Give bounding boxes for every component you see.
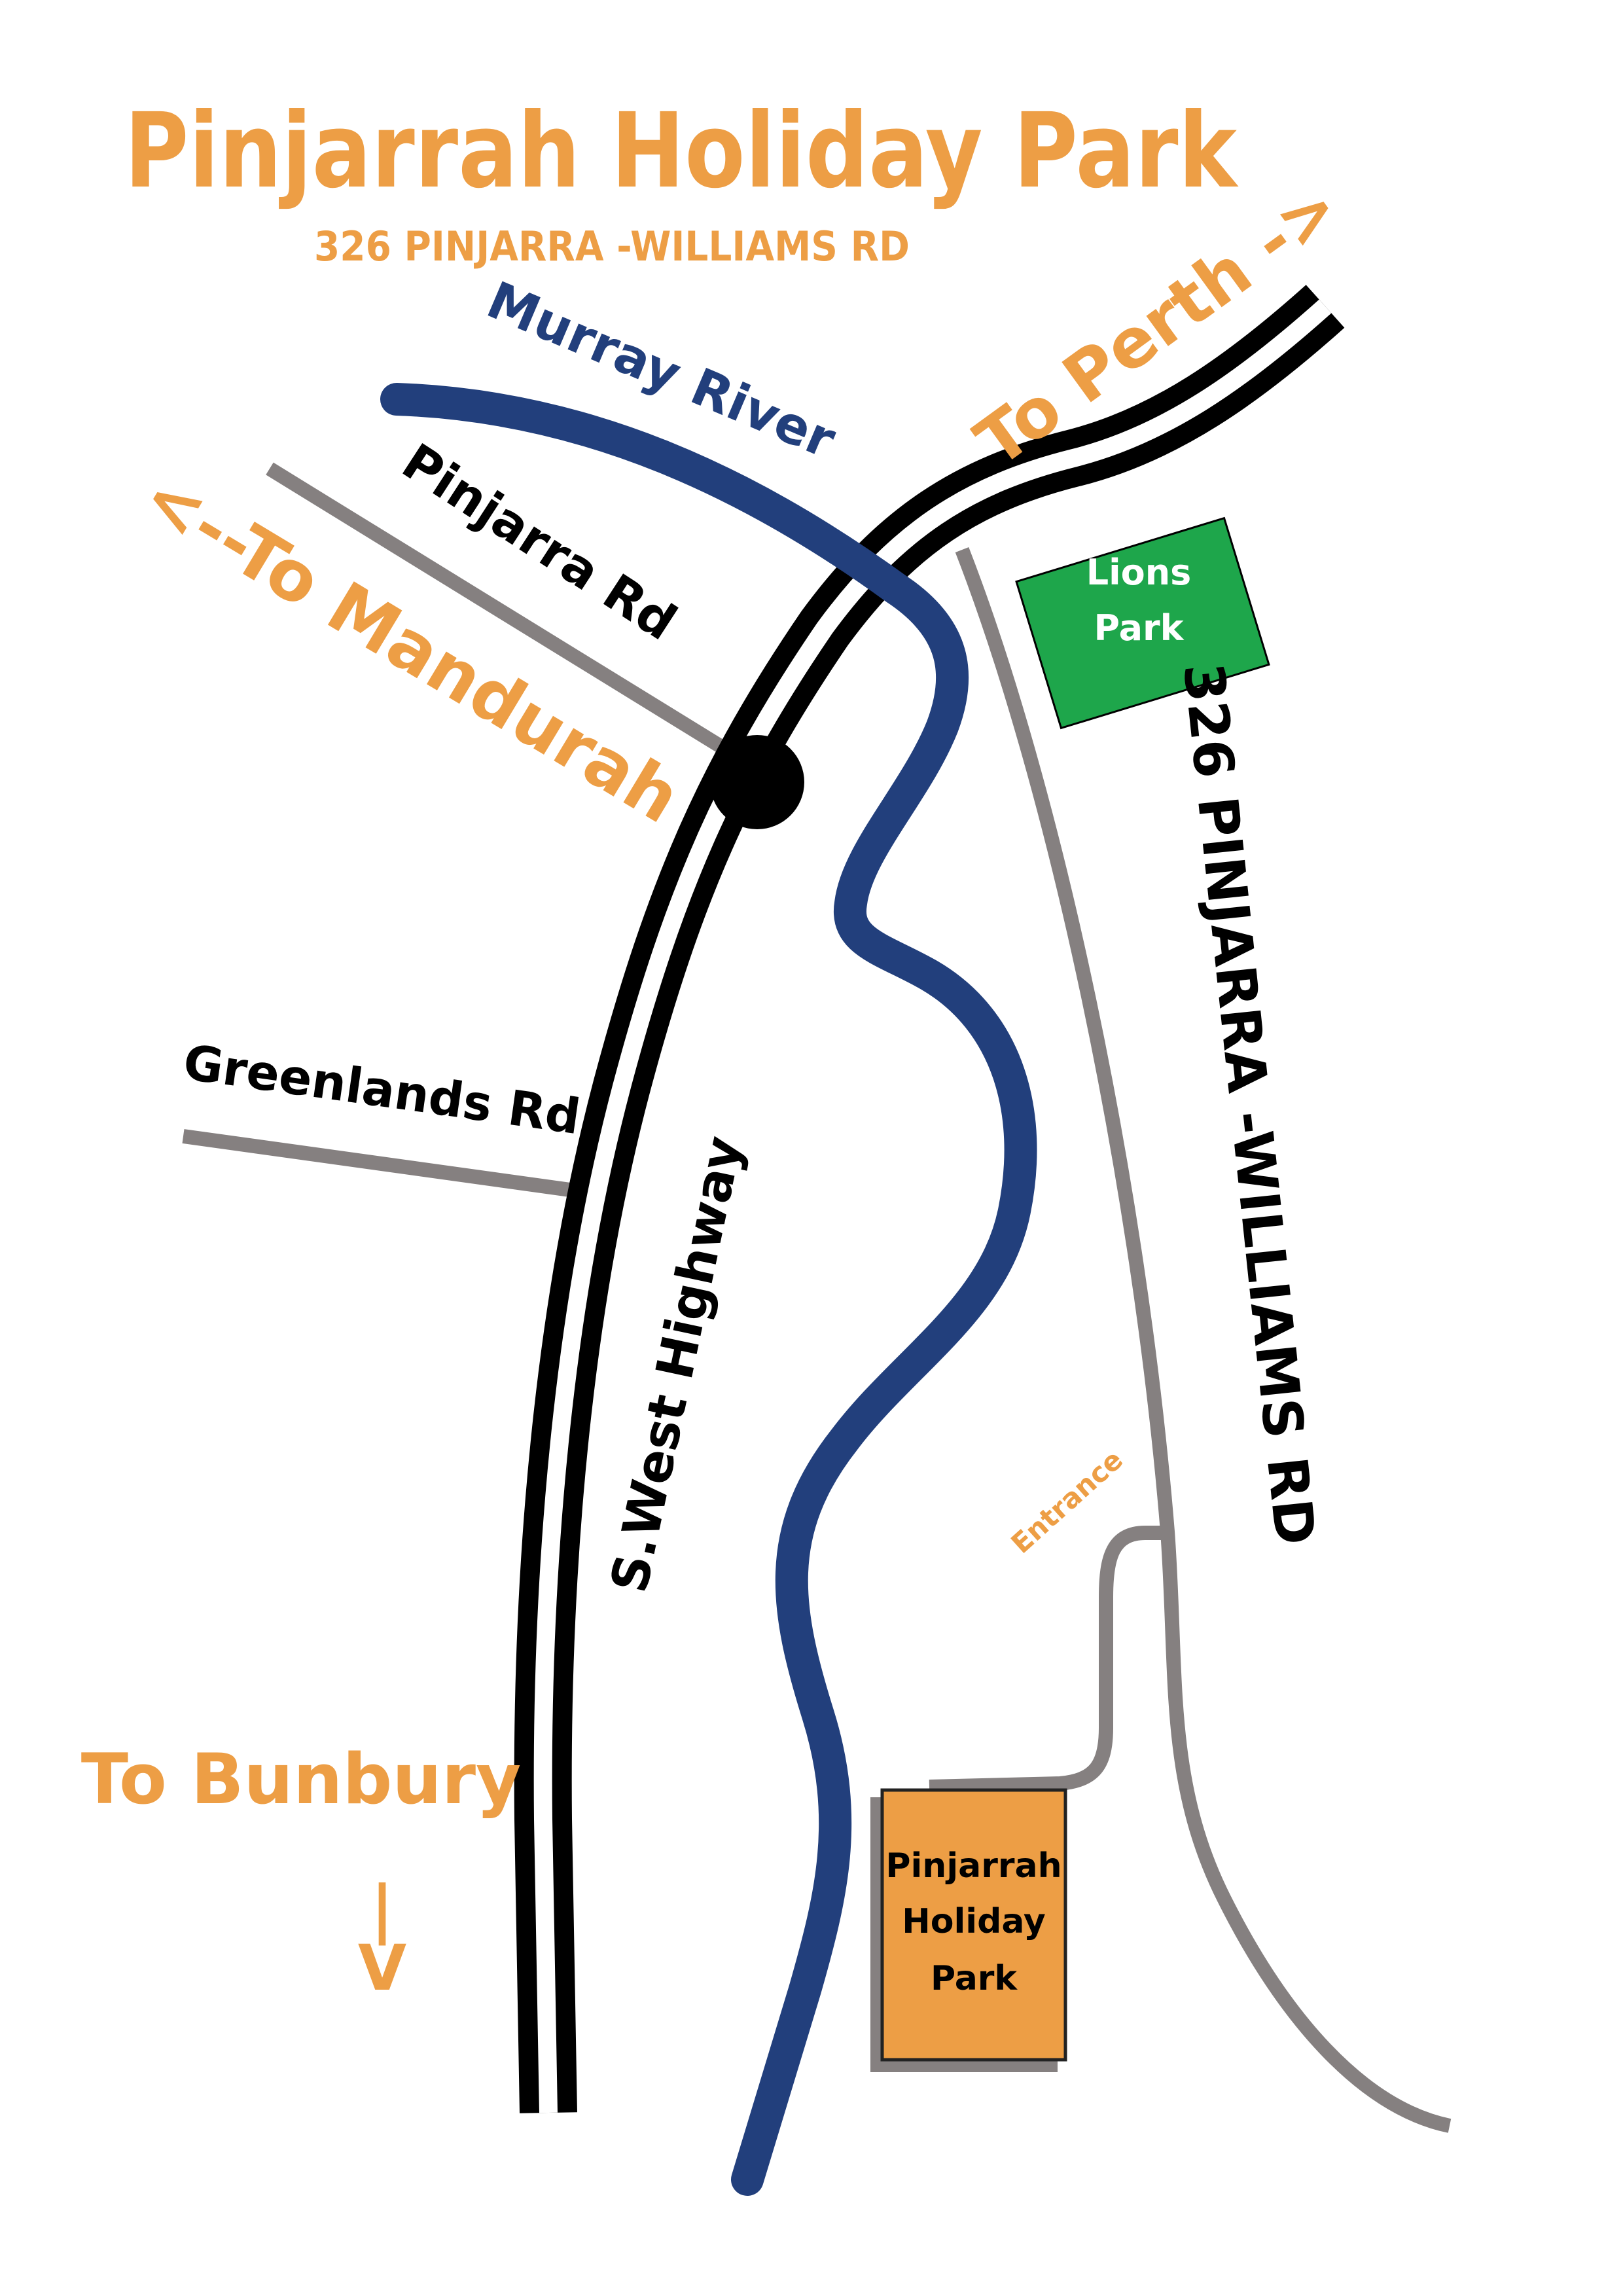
to-mandurah-label: <--To Mandurah	[130, 456, 694, 839]
holiday-park-label-line1: Pinjarrah	[885, 1846, 1061, 1886]
entrance-road	[929, 1526, 1168, 1794]
roundabout	[710, 735, 804, 829]
holiday-park-label-line2: Holiday	[902, 1902, 1046, 1941]
lions-park-label-line1: Lions	[1086, 552, 1192, 593]
to-bunbury-label: To Bunbury	[81, 1739, 521, 1820]
to-bunbury-arrow-shaft: |	[370, 1873, 393, 1946]
holiday-park-box	[880, 1788, 1067, 2062]
to-bunbury-arrow-head: V	[358, 1931, 406, 2005]
page-title: Pinjarrah Holiday Park	[124, 91, 1239, 211]
greenlands-rd-label: Greenlands Rd	[180, 1034, 584, 1145]
williams-rd-road	[955, 547, 1452, 2133]
address-subtitle: 326 PINJARRA -WILLIAMS RD	[314, 223, 910, 270]
lions-park-label-line2: Park	[1094, 607, 1184, 649]
pinjarra-rd-road	[266, 462, 737, 761]
murray-river	[380, 383, 1037, 2196]
holiday-park-label-line3: Park	[931, 1959, 1018, 1998]
lions-park	[1015, 516, 1270, 730]
williams-rd-label: 326 PINJARRA -WILLIAMS RD	[1171, 660, 1327, 1548]
greenlands-rd-road	[182, 1129, 590, 1200]
